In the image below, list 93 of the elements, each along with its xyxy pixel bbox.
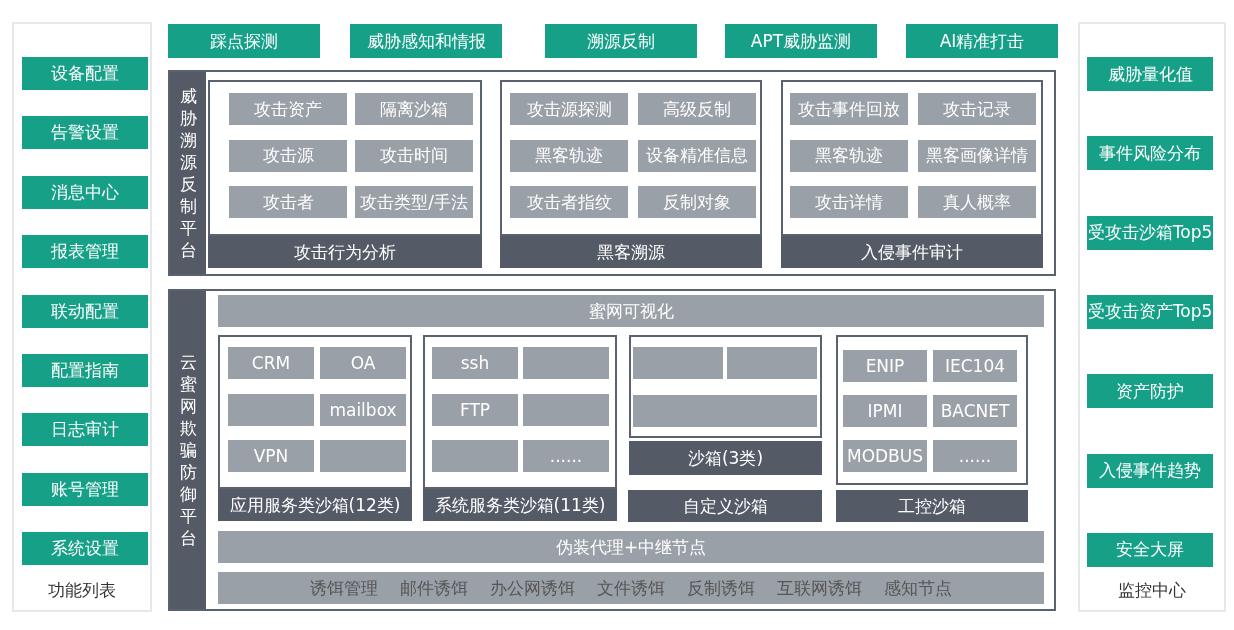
menu-item: APT威胁监测 (725, 24, 877, 58)
menu-item: 威胁量化值 (1087, 57, 1213, 91)
platform-panel (168, 289, 1056, 611)
blank-block (523, 393, 609, 426)
bait-item: 文件诱饵 (597, 576, 665, 600)
bait-item: 诱饵管理 (310, 576, 378, 600)
module-block: VPN (228, 440, 314, 472)
module-block: IPMI (843, 395, 927, 427)
module-block: 攻击详情 (790, 186, 908, 218)
module-block: 设备精准信息 (638, 139, 756, 172)
menu-item: 账号管理 (22, 472, 148, 506)
module-block: IEC104 (933, 350, 1017, 382)
title-bar: 系统服务类沙箱(11类) (423, 489, 617, 521)
platform-title: 威胁溯源反制平台 (178, 85, 198, 261)
module-block: 攻击源探测 (510, 93, 628, 125)
menu-item: 设备配置 (22, 57, 148, 90)
title-bar: 自定义沙箱 (628, 490, 822, 522)
module-group (781, 80, 1043, 236)
menu-item: 入侵事件趋势 (1087, 453, 1213, 488)
module-block: MODBUS (843, 440, 927, 472)
menu-item: 系统设置 (22, 532, 148, 566)
module-block: BACNET (933, 395, 1017, 427)
module-group (500, 80, 762, 236)
module-block: 黑客轨迹 (510, 139, 628, 172)
menu-item: AI精准打击 (906, 24, 1058, 58)
bait-item: 反制诱饵 (687, 576, 755, 600)
module-block: 黑客画像详情 (918, 139, 1036, 172)
module-block: OA (320, 347, 406, 379)
module-block: ...... (933, 440, 1017, 472)
module-group (836, 335, 1028, 485)
title-bar: 应用服务类沙箱(12类) (218, 489, 412, 521)
title-bar: 攻击行为分析 (208, 236, 482, 268)
module-block: FTP (432, 393, 518, 426)
bait-item: 办公网诱饵 (490, 576, 575, 600)
module-block: ...... (523, 440, 609, 472)
menu-item: 日志审计 (22, 413, 148, 447)
blank-block (633, 347, 723, 379)
module-block: 隔离沙箱 (355, 93, 473, 125)
module-block: 黑客轨迹 (790, 139, 908, 172)
blank-block (320, 440, 406, 472)
panel-caption: 监控中心 (1117, 579, 1187, 602)
module-block: 伪装代理+中继节点 (218, 531, 1044, 563)
title-bar: 工控沙箱 (836, 490, 1028, 522)
module-block: ENIP (843, 350, 927, 382)
blank-block (727, 347, 817, 379)
title-bar: 沙箱(3类) (629, 441, 822, 475)
menu-item: 威胁感知和情报 (350, 24, 502, 58)
menu-item: 受攻击资产Top5 (1087, 294, 1213, 329)
module-block: 攻击时间 (355, 139, 473, 172)
menu-item: 告警设置 (22, 116, 148, 150)
bait-item: 互联网诱饵 (777, 576, 862, 600)
title-bar: 入侵事件审计 (781, 236, 1043, 268)
menu-item: 受攻击沙箱Top5 (1087, 215, 1213, 250)
module-group (629, 335, 822, 438)
bait-item: 邮件诱饵 (400, 576, 468, 600)
blank-block (523, 347, 609, 379)
module-block: 攻击资产 (229, 93, 347, 125)
module-group (208, 80, 482, 236)
module-block: 攻击源 (229, 139, 347, 172)
blank-block (432, 440, 518, 472)
title-bar: 黑客溯源 (500, 236, 762, 268)
module-block: mailbox (320, 393, 406, 426)
module-block: 攻击者 (229, 186, 347, 218)
menu-item: 联动配置 (22, 294, 148, 328)
module-block: 攻击类型/手法 (355, 186, 473, 218)
menu-item: 安全大屏 (1087, 532, 1213, 567)
module-block: CRM (228, 347, 314, 379)
module-block: 高级反制 (638, 93, 756, 125)
module-block: 反制对象 (638, 186, 756, 218)
platform-panel (168, 70, 1056, 276)
side-panel (12, 22, 152, 612)
platform-title: 云蜜网欺骗防御平台 (178, 351, 198, 549)
side-panel (1078, 22, 1226, 612)
menu-item: 资产防护 (1087, 374, 1213, 409)
bait-item: 感知节点 (884, 576, 952, 600)
module-block: 攻击记录 (918, 93, 1036, 125)
module-block: ssh (432, 347, 518, 379)
bait-band (218, 572, 1044, 604)
menu-item: 报表管理 (22, 235, 148, 269)
module-block: 真人概率 (918, 186, 1036, 218)
module-block: 攻击事件回放 (790, 93, 908, 125)
module-group (423, 335, 617, 489)
menu-item: 溯源反制 (545, 24, 697, 58)
panel-caption: 功能列表 (47, 579, 117, 602)
menu-item: 配置指南 (22, 354, 148, 387)
menu-item: 事件风险分布 (1087, 136, 1213, 171)
menu-item: 消息中心 (22, 175, 148, 209)
module-group (218, 335, 412, 489)
blank-block (633, 395, 817, 427)
module-block: 攻击者指纹 (510, 186, 628, 218)
menu-item: 踩点探测 (168, 24, 320, 58)
module-block: 蜜网可视化 (218, 295, 1044, 327)
blank-block (228, 393, 314, 426)
